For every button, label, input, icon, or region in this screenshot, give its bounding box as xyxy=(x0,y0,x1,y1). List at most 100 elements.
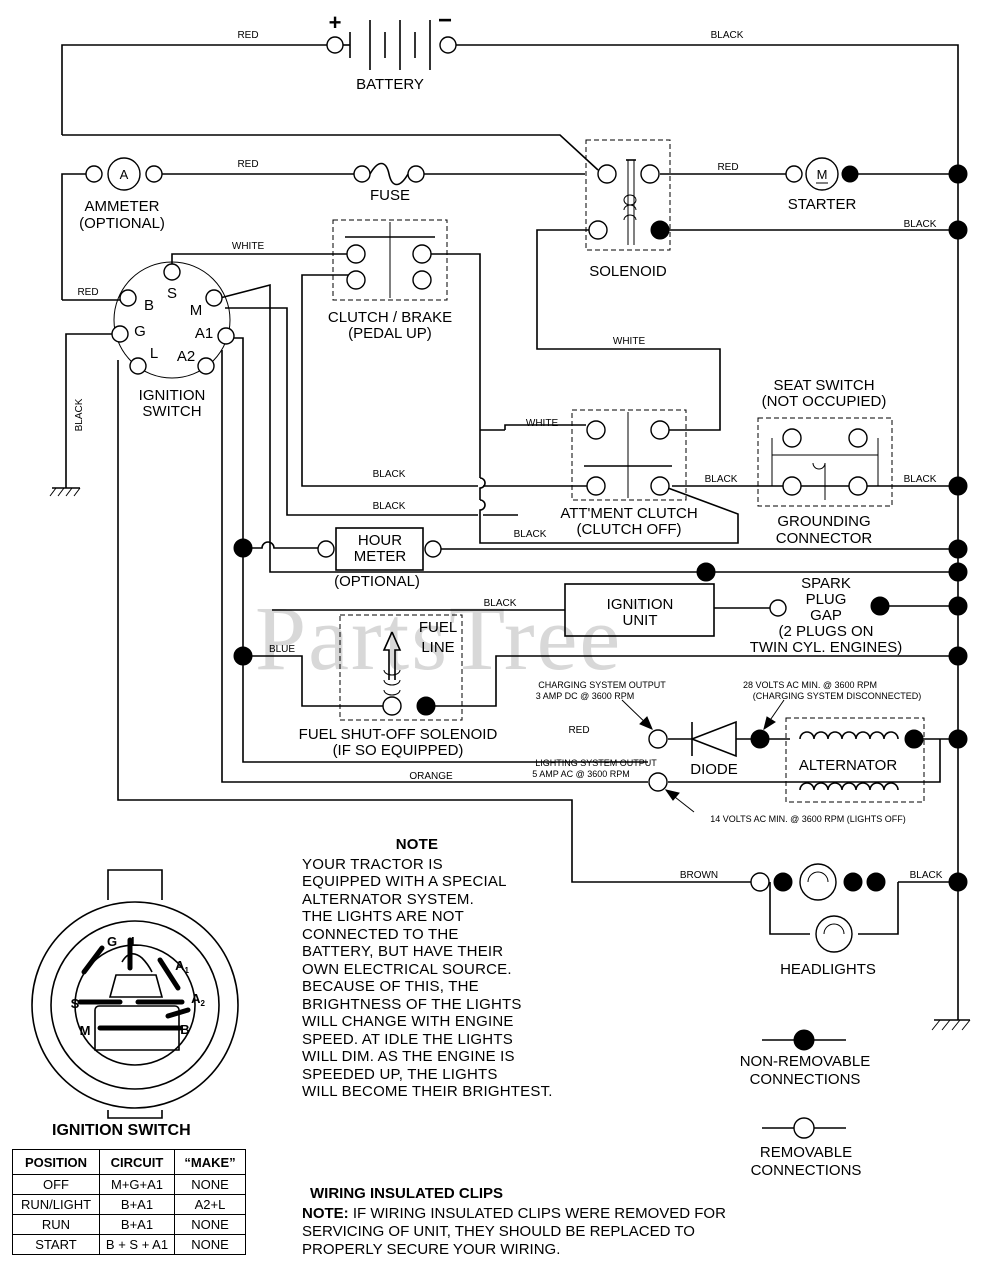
note-line: YOUR TRACTOR IS xyxy=(302,855,443,873)
wire-white-attment: WHITE xyxy=(526,418,559,429)
wire-black-clutch-1: BLACK xyxy=(373,469,406,480)
fuel-solenoid-sub: (IF SO EQUIPPED) xyxy=(333,742,464,759)
note-line: BECAUSE OF THIS, THE xyxy=(302,978,479,995)
table-row: START B + S + A1 NONE xyxy=(12,1234,246,1255)
wire-black-seat-right: BLACK xyxy=(904,474,937,485)
fuse: FUSE xyxy=(353,162,425,204)
note-line: BRIGHTNESS OF THE LIGHTS xyxy=(302,995,522,1013)
ammeter: A AMMETER (OPTIONAL) xyxy=(79,157,165,232)
ign-term-b: B xyxy=(144,297,154,314)
wire-labels: RED BLACK RED RED BLACK WHITE RED WHITE … xyxy=(74,30,943,881)
note-line: WILL BECOME THEIR BRIGHTEST. xyxy=(302,1083,553,1100)
cell-make: NONE xyxy=(174,1234,246,1255)
ground-symbol-left xyxy=(49,487,81,497)
wire-orange-lighting: ORANGE xyxy=(409,771,453,782)
spark-plug-line-3: GAP xyxy=(810,607,842,624)
ignition-switch-label-2: SWITCH xyxy=(142,403,201,420)
ign-term-l: L xyxy=(150,345,158,362)
seat-switch: SEAT SWITCH (NOT OCCUPIED) GROUNDING CON… xyxy=(757,377,893,547)
wire-red-ammeter: RED xyxy=(237,159,258,170)
face-m: M xyxy=(80,1023,91,1038)
cell-position: RUN xyxy=(12,1214,100,1235)
note-line: CONNECTED TO THE xyxy=(302,925,459,943)
wire-white-ignition: WHITE xyxy=(232,241,265,252)
battery-plus: + xyxy=(329,10,342,35)
clips-line-3: PROPERLY SECURE YOUR WIRING. xyxy=(302,1241,561,1258)
starter: M STARTER xyxy=(785,157,859,213)
cell-make: NONE xyxy=(174,1174,246,1195)
ignition-unit-label-2: UNIT xyxy=(623,612,658,629)
table-row: OFF M+G+A1 NONE xyxy=(12,1174,246,1195)
fuel-line-label: FUEL xyxy=(419,619,457,636)
charging-volts-line-1: 28 VOLTS AC MIN. @ 3600 RPM xyxy=(743,680,877,690)
note-line: EQUIPPED WITH A SPECIAL xyxy=(302,873,507,890)
battery-symbol: + − BATTERY xyxy=(326,7,457,93)
hour-meter-label-2: METER xyxy=(354,548,407,565)
cell-position: OFF xyxy=(12,1174,100,1195)
note-line: BATTERY, BUT HAVE THEIR xyxy=(302,943,504,960)
note-line: WILL DIM. AS THE ENGINE IS xyxy=(302,1048,515,1065)
diode-label: DIODE xyxy=(690,761,738,778)
wire-black-seat-left: BLACK xyxy=(705,474,738,485)
clips-line-1: NOTE: IF WIRING INSULATED CLIPS WERE REM… xyxy=(302,1205,842,1223)
hour-meter-optional: (OPTIONAL) xyxy=(334,573,420,590)
ammeter-optional: (OPTIONAL) xyxy=(79,215,165,232)
wiring-clips-note: WIRING INSULATED CLIPS NOTE: IF WIRING I… xyxy=(302,1185,842,1259)
table-row: RUN B+A1 NONE xyxy=(12,1214,246,1235)
ignition-unit-label: IGNITION xyxy=(607,596,674,613)
legend-non-removable-dot xyxy=(793,1029,815,1051)
alternator: ALTERNATOR xyxy=(785,717,925,803)
cell-position: RUN/LIGHT xyxy=(12,1194,100,1215)
clips-note-label: NOTE: xyxy=(302,1205,349,1222)
ignition-unit: IGNITION UNIT xyxy=(564,583,715,637)
lighting-volts: 14 VOLTS AC MIN. @ 3600 RPM (LIGHTS OFF) xyxy=(710,814,906,824)
col-position: POSITION xyxy=(12,1149,100,1175)
note-line: ALTERNATOR SYSTEM. xyxy=(302,890,474,908)
note-line: OWN ELECTRICAL SOURCE. xyxy=(302,960,512,978)
spark-plug-line-5: TWIN CYL. ENGINES) xyxy=(750,639,903,656)
legend-removable-dot xyxy=(793,1117,815,1139)
headlights-label: HEADLIGHTS xyxy=(780,961,876,978)
grounding-connector-label-2: CONNECTOR xyxy=(776,530,873,547)
grounding-connector-label: GROUNDING xyxy=(777,513,870,530)
face-b: B xyxy=(180,1022,189,1037)
wire-black-solenoid: BLACK xyxy=(904,219,937,230)
ign-term-a1: A1 xyxy=(195,325,213,342)
cell-make: NONE xyxy=(174,1214,246,1235)
ign-term-m: M xyxy=(190,302,203,319)
clips-heading: WIRING INSULATED CLIPS xyxy=(310,1185,504,1202)
clips-line-2: SERVICING OF UNIT, THEY SHOULD BE REPLAC… xyxy=(302,1223,695,1240)
clutch-brake-sub: (PEDAL UP) xyxy=(348,325,432,342)
cell-position: START xyxy=(12,1234,100,1255)
ammeter-symbol: A xyxy=(120,167,129,182)
face-s: S xyxy=(71,996,80,1011)
spark-plug: SPARK PLUG GAP (2 PLUGS ON TWIN CYL. ENG… xyxy=(750,575,903,656)
battery-minus: − xyxy=(438,7,452,34)
note-line: SPEEDED UP, THE LIGHTS xyxy=(302,1065,498,1083)
lighting-output-line-1: LIGHTING SYSTEM OUTPUT xyxy=(535,758,657,768)
spark-plug-line-2: PLUG xyxy=(806,591,847,608)
fuel-line-label-2: LINE xyxy=(421,639,454,656)
switch-table-title: IGNITION SWITCH xyxy=(52,1122,191,1139)
bus-connections xyxy=(233,164,968,892)
hour-meter: HOUR METER (OPTIONAL) xyxy=(317,527,442,590)
fuel-solenoid-label: FUEL SHUT-OFF SOLENOID xyxy=(299,726,498,743)
alternator-note: NOTE YOUR TRACTOR IS EQUIPPED WITH A SPE… xyxy=(302,836,562,1101)
spark-plug-line-1: SPARK xyxy=(801,575,851,592)
legend-non-removable-line-1: NON-REMOVABLE xyxy=(740,1053,871,1070)
ignition-switch-table: POSITION CIRCUIT “MAKE” OFF M+G+A1 NONE … xyxy=(12,1149,246,1255)
wire-black-clutch-2: BLACK xyxy=(373,501,406,512)
note-heading: NOTE xyxy=(395,836,439,853)
seat-switch-sub: (NOT OCCUPIED) xyxy=(762,393,887,410)
solenoid: SOLENOID xyxy=(585,139,671,280)
note-line: WILL CHANGE WITH ENGINE xyxy=(302,1013,514,1030)
col-circuit: CIRCUIT xyxy=(99,1149,175,1175)
clutch-brake-label: CLUTCH / BRAKE xyxy=(328,309,452,326)
clutch-brake-switch: CLUTCH / BRAKE (PEDAL UP) xyxy=(328,219,452,342)
attment-clutch-label: ATT'MENT CLUTCH xyxy=(560,505,697,522)
ign-term-s: S xyxy=(167,285,177,302)
starter-label: STARTER xyxy=(788,196,857,213)
ign-term-g: G xyxy=(134,323,146,340)
face-g: G xyxy=(107,934,117,949)
